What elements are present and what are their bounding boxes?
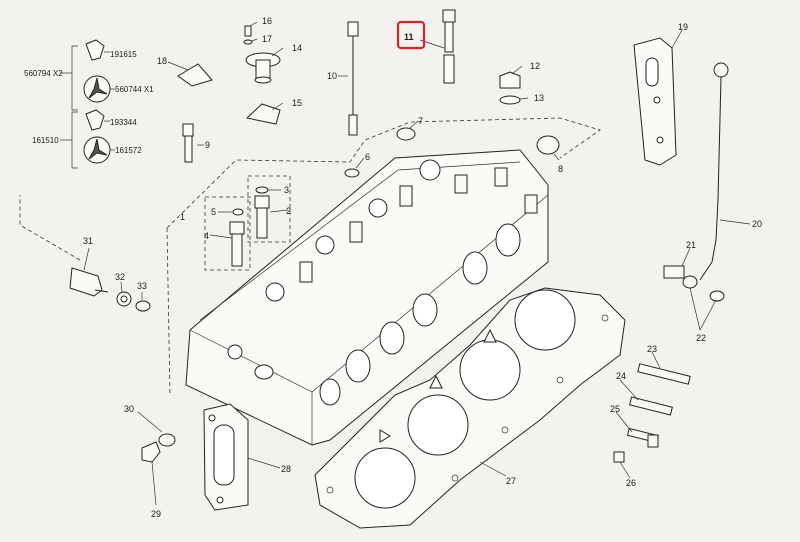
callout-4: 4 bbox=[204, 231, 209, 241]
head-outlet-boss bbox=[254, 364, 274, 380]
small-bolt bbox=[613, 451, 625, 463]
callout-20: 20 bbox=[752, 219, 762, 229]
glow-plug-set bbox=[69, 267, 151, 312]
group-outline-plug bbox=[19, 195, 81, 261]
lifting-bracket bbox=[633, 37, 677, 166]
outlet-gasket bbox=[203, 403, 249, 511]
part-number-560744: 560744 X1 bbox=[115, 85, 154, 94]
part-number-161572: 161572 bbox=[115, 146, 142, 155]
callout-13: 13 bbox=[534, 93, 544, 103]
valve-group-box-b bbox=[247, 175, 291, 243]
leader-lines bbox=[83, 21, 751, 506]
thermostat-housing bbox=[245, 52, 281, 84]
head-bolt bbox=[626, 427, 659, 448]
cylinder-head-group-outline bbox=[166, 117, 601, 229]
callout-8: 8 bbox=[558, 164, 563, 174]
callout-10: 10 bbox=[327, 71, 337, 81]
head-ports bbox=[319, 223, 521, 406]
thermostat-gasket bbox=[245, 103, 281, 125]
callout-29: 29 bbox=[151, 509, 161, 519]
core-plug-medium bbox=[396, 127, 416, 141]
filler-washer bbox=[499, 95, 521, 105]
rod-fitting bbox=[663, 265, 725, 302]
filler-cap bbox=[499, 71, 521, 89]
core-plug-small bbox=[344, 168, 360, 178]
cover-plate bbox=[177, 63, 213, 87]
head-bosses bbox=[227, 159, 538, 360]
callout-25: 25 bbox=[610, 404, 620, 414]
control-rod bbox=[699, 62, 729, 281]
valve-group-box-a bbox=[204, 196, 251, 271]
callout-32: 32 bbox=[115, 272, 125, 282]
head-gasket bbox=[314, 287, 626, 529]
temperature-sender bbox=[141, 433, 176, 463]
callout-31: 31 bbox=[83, 236, 93, 246]
callout-2: 2 bbox=[286, 206, 291, 216]
stud-medium bbox=[629, 396, 673, 416]
group-outline-left bbox=[166, 227, 171, 396]
callout-18: 18 bbox=[157, 56, 167, 66]
callout-19: 19 bbox=[678, 22, 688, 32]
callout-33: 33 bbox=[137, 281, 147, 291]
callout-22: 22 bbox=[696, 333, 706, 343]
callout-14: 14 bbox=[292, 43, 302, 53]
callout-1: 1 bbox=[180, 212, 185, 222]
callout-23: 23 bbox=[647, 344, 657, 354]
highlight-box-11 bbox=[396, 20, 426, 50]
callout-21: 21 bbox=[686, 240, 696, 250]
part-number-191615: 191615 bbox=[110, 50, 137, 59]
core-plug-large bbox=[536, 135, 560, 155]
callout-6: 6 bbox=[365, 152, 370, 162]
part-number-193344: 193344 bbox=[110, 118, 137, 127]
callout-11: 11 bbox=[404, 32, 414, 42]
callout-24: 24 bbox=[616, 371, 626, 381]
housing-washer bbox=[243, 39, 253, 45]
valve-set bbox=[229, 186, 270, 267]
callout-17: 17 bbox=[262, 34, 272, 44]
stud-long bbox=[637, 363, 691, 385]
callout-7: 7 bbox=[418, 116, 423, 126]
housing-bolt bbox=[244, 25, 252, 37]
stud bbox=[442, 9, 456, 84]
callout-3: 3 bbox=[284, 185, 289, 195]
part-number-161510: 161510 bbox=[32, 136, 59, 145]
callout-12: 12 bbox=[530, 61, 540, 71]
valve-seal-group bbox=[60, 39, 115, 169]
callout-16: 16 bbox=[262, 16, 272, 26]
callout-28: 28 bbox=[281, 464, 291, 474]
callout-5: 5 bbox=[211, 207, 216, 217]
callout-labels: 1 2 3 4 5 6 7 8 9 10 11 12 13 14 15 16 1… bbox=[83, 16, 762, 519]
cylinder-head bbox=[185, 149, 549, 446]
short-stud bbox=[182, 123, 194, 163]
callout-9: 9 bbox=[205, 140, 210, 150]
callout-26: 26 bbox=[626, 478, 636, 488]
part-number-560794: 560794 X2 bbox=[24, 69, 63, 78]
callout-15: 15 bbox=[292, 98, 302, 108]
callout-27: 27 bbox=[506, 476, 516, 486]
callout-30: 30 bbox=[124, 404, 134, 414]
long-stud bbox=[347, 21, 359, 136]
